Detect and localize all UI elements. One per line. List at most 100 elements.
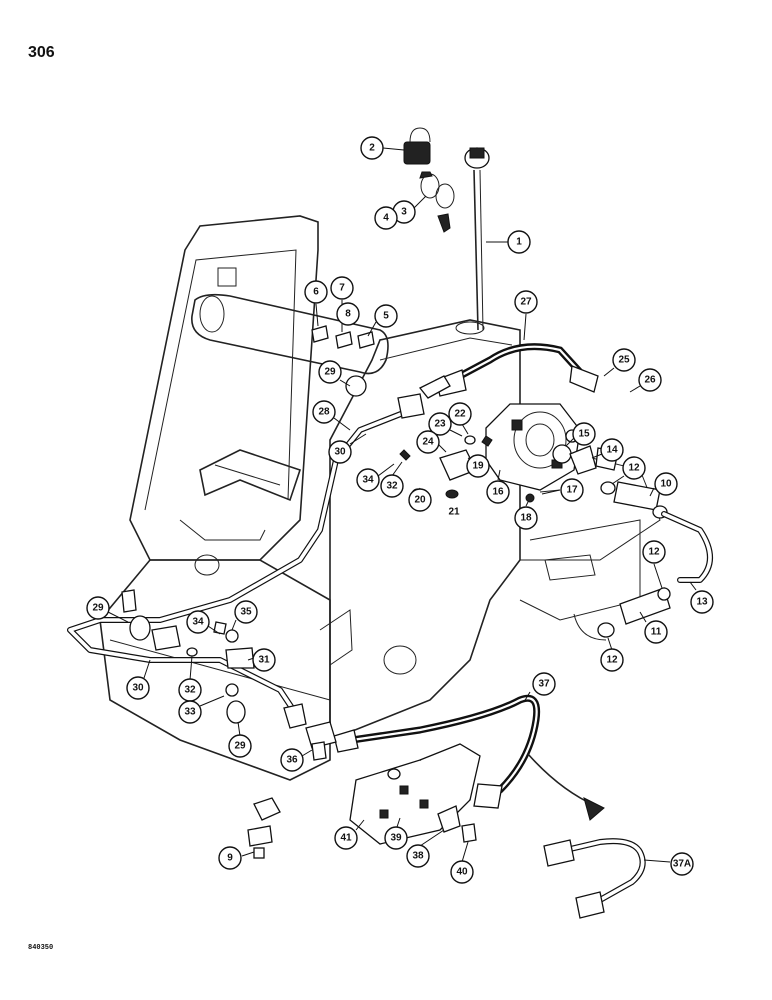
elbow-36 bbox=[305, 721, 337, 761]
svg-text:9: 9 bbox=[227, 853, 233, 864]
clamps bbox=[121, 589, 255, 724]
svg-text:36: 36 bbox=[286, 755, 298, 766]
callout-23: 23 bbox=[428, 412, 463, 437]
callout-18: 18 bbox=[514, 501, 538, 530]
svg-text:8: 8 bbox=[345, 309, 351, 320]
callout-30-a: 30 bbox=[328, 433, 367, 464]
svg-text:16: 16 bbox=[492, 487, 504, 498]
hose-37A bbox=[527, 753, 646, 919]
svg-text:30: 30 bbox=[334, 447, 346, 458]
svg-text:25: 25 bbox=[618, 355, 630, 366]
svg-text:34: 34 bbox=[362, 475, 374, 486]
hose-37 bbox=[333, 694, 541, 809]
svg-text:30: 30 bbox=[132, 683, 144, 694]
callout-34-b: 34 bbox=[186, 610, 221, 635]
svg-text:22: 22 bbox=[454, 409, 466, 420]
callout-15: 15 bbox=[565, 422, 596, 447]
callout-29-a: 29 bbox=[318, 360, 351, 387]
callout-5: 5 bbox=[367, 304, 398, 337]
svg-text:13: 13 bbox=[696, 597, 708, 608]
callout-41: 41 bbox=[334, 819, 365, 850]
svg-text:4: 4 bbox=[383, 213, 389, 224]
callout-21: 21 bbox=[448, 507, 460, 518]
hose-27 bbox=[435, 343, 599, 397]
callout-28: 28 bbox=[312, 400, 351, 431]
callout-1: 1 bbox=[486, 230, 531, 254]
callout-24: 24 bbox=[416, 430, 447, 454]
callout-9: 9 bbox=[218, 846, 255, 870]
svg-text:10: 10 bbox=[660, 479, 672, 490]
callout-38: 38 bbox=[406, 829, 445, 868]
frame-outline bbox=[99, 215, 661, 781]
callout-12-b: 12 bbox=[642, 540, 666, 589]
callout-31: 31 bbox=[247, 648, 276, 672]
svg-text:26: 26 bbox=[644, 375, 656, 386]
callout-40: 40 bbox=[450, 841, 474, 884]
callout-2: 2 bbox=[360, 136, 405, 160]
connectors-5-8 bbox=[311, 325, 375, 397]
svg-text:34: 34 bbox=[192, 617, 204, 628]
callout-32-b: 32 bbox=[178, 655, 202, 702]
callout-35: 35 bbox=[231, 600, 258, 631]
drawing-code: 840350 bbox=[28, 944, 54, 952]
callout-17: 17 bbox=[541, 478, 584, 502]
control-valve bbox=[349, 743, 481, 845]
callout-6: 6 bbox=[304, 280, 328, 327]
callout-32-a: 32 bbox=[380, 461, 404, 498]
callout-37A: 37A bbox=[643, 852, 694, 876]
svg-text:3: 3 bbox=[401, 207, 407, 218]
svg-text:37: 37 bbox=[538, 679, 550, 690]
svg-text:2: 2 bbox=[369, 143, 375, 154]
callout-36: 36 bbox=[280, 748, 313, 772]
tube-28 bbox=[67, 393, 425, 729]
callout-13: 13 bbox=[689, 581, 714, 614]
svg-text:37A: 37A bbox=[673, 859, 691, 870]
callout-8: 8 bbox=[336, 302, 360, 326]
svg-text:23: 23 bbox=[434, 419, 446, 430]
callout-25: 25 bbox=[603, 348, 636, 377]
svg-text:41: 41 bbox=[340, 833, 352, 844]
callout-27: 27 bbox=[514, 290, 538, 341]
callout-10: 10 bbox=[649, 472, 678, 497]
svg-text:19: 19 bbox=[472, 461, 484, 472]
callout-39: 39 bbox=[384, 817, 408, 850]
callout-29-c: 29 bbox=[228, 721, 252, 758]
page-number: 306 bbox=[28, 44, 55, 61]
svg-text:27: 27 bbox=[520, 297, 532, 308]
svg-text:7: 7 bbox=[339, 283, 345, 294]
callout-12-c: 12 bbox=[600, 637, 624, 672]
svg-text:28: 28 bbox=[318, 407, 330, 418]
svg-text:39: 39 bbox=[390, 833, 402, 844]
callout-30-b: 30 bbox=[126, 659, 151, 700]
svg-text:12: 12 bbox=[606, 655, 618, 666]
svg-text:12: 12 bbox=[648, 547, 660, 558]
svg-text:31: 31 bbox=[258, 655, 270, 666]
svg-text:17: 17 bbox=[566, 485, 578, 496]
callout-12-a: 12 bbox=[611, 456, 646, 485]
callout-29-b: 29 bbox=[86, 596, 129, 623]
svg-text:6: 6 bbox=[313, 287, 319, 298]
svg-text:14: 14 bbox=[606, 445, 618, 456]
svg-text:32: 32 bbox=[386, 481, 398, 492]
svg-text:11: 11 bbox=[651, 627, 662, 638]
filler-cap-assembly bbox=[403, 127, 490, 331]
callout-34-a: 34 bbox=[356, 463, 395, 492]
svg-text:29: 29 bbox=[92, 603, 104, 614]
svg-text:35: 35 bbox=[240, 607, 252, 618]
svg-text:29: 29 bbox=[234, 741, 246, 752]
svg-text:40: 40 bbox=[456, 867, 468, 878]
svg-text:12: 12 bbox=[628, 463, 640, 474]
callout-16: 16 bbox=[486, 469, 510, 504]
svg-text:5: 5 bbox=[383, 311, 389, 322]
svg-text:18: 18 bbox=[520, 513, 532, 524]
svg-text:21: 21 bbox=[448, 507, 460, 518]
callout-3: 3 bbox=[392, 195, 427, 224]
svg-text:24: 24 bbox=[422, 437, 434, 448]
callout-37: 37 bbox=[523, 672, 556, 703]
svg-text:32: 32 bbox=[184, 685, 196, 696]
callout-33: 33 bbox=[178, 695, 225, 724]
bracket-9 bbox=[247, 797, 281, 859]
svg-text:29: 29 bbox=[324, 367, 336, 378]
svg-text:38: 38 bbox=[412, 851, 424, 862]
